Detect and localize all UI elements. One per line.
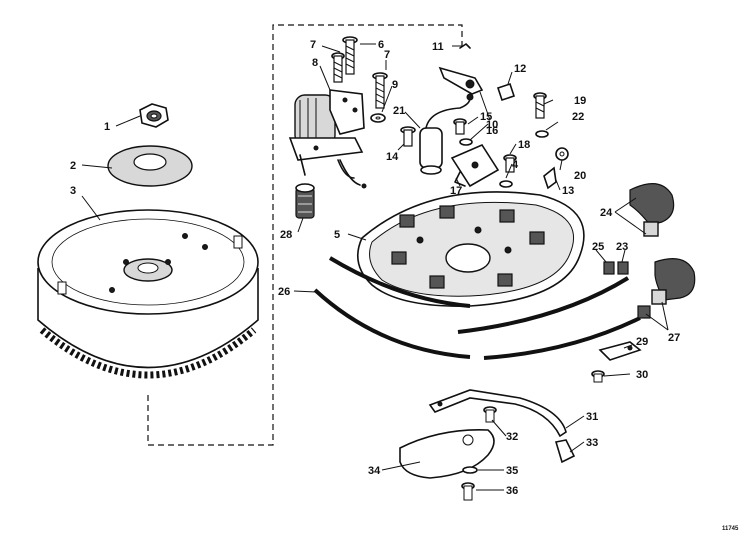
callout-27: 27 <box>668 332 680 344</box>
part-screw-19 <box>533 92 547 119</box>
callout-2: 2 <box>70 160 76 172</box>
part-small-washer-9 <box>370 113 386 123</box>
part-coil-screws <box>331 36 388 109</box>
part-plug-boot-24 <box>629 183 675 237</box>
callout-35: 35 <box>506 465 518 477</box>
part-flywheel <box>37 209 259 379</box>
callout-9: 9 <box>392 79 398 91</box>
callout-7b: 7 <box>384 49 390 61</box>
callout-23: 23 <box>616 241 628 253</box>
callout-1: 1 <box>104 121 110 133</box>
part-screw-32 <box>483 406 497 423</box>
figure-number: 11745 <box>722 526 739 532</box>
callout-34: 34 <box>368 465 381 477</box>
part-terminal-29 <box>591 341 642 383</box>
callout-11: 11 <box>432 41 444 53</box>
callout-10: 10 <box>486 119 498 131</box>
part-screw-18 <box>499 154 517 188</box>
callout-33: 33 <box>586 437 598 449</box>
callout-15: 15 <box>480 111 492 123</box>
part-12 <box>496 82 516 102</box>
part-condenser <box>419 93 474 175</box>
callout-30: 30 <box>636 369 648 381</box>
callout-36: 36 <box>506 485 518 497</box>
callout-17: 17 <box>450 185 462 197</box>
callout-26: 26 <box>278 286 290 298</box>
callout-21: 21 <box>393 105 405 117</box>
callout-3: 3 <box>70 185 76 197</box>
callout-20: 20 <box>574 170 586 182</box>
callout-32: 32 <box>506 431 518 443</box>
part-washer <box>107 145 193 187</box>
callout-8: 8 <box>312 57 318 69</box>
callout-13: 13 <box>562 185 574 197</box>
callout-24: 24 <box>600 207 613 219</box>
part-washers-right <box>535 130 569 190</box>
part-link-arm <box>428 389 567 438</box>
callout-16: 16 <box>486 125 498 137</box>
callout-22: 22 <box>572 111 584 123</box>
callout-31: 31 <box>586 411 598 423</box>
callout-25: 25 <box>592 241 604 253</box>
leader-lines <box>81 43 669 491</box>
part-clip-33 <box>554 439 576 464</box>
callout-28: 28 <box>280 229 292 241</box>
part-ignition-coil <box>288 89 367 189</box>
assembly-dashed-outline <box>147 24 463 446</box>
callout-19: 19 <box>574 95 586 107</box>
part-nut <box>139 103 169 128</box>
part-breaker-arm <box>438 43 484 95</box>
part-breaker-points <box>450 143 500 188</box>
callout-5: 5 <box>334 229 340 241</box>
part-plug-cap <box>295 183 315 219</box>
part-cam <box>399 429 495 479</box>
callout-labels: 1 2 3 4 5 6 7 7 8 9 10 11 12 13 14 15 16… <box>70 39 739 532</box>
callout-4: 4 <box>512 159 519 171</box>
part-screw-14 <box>400 126 416 147</box>
callout-12: 12 <box>514 63 526 75</box>
part-plug-boot-27 <box>637 258 696 319</box>
part-wick-rings <box>313 256 641 360</box>
part-screw-15 <box>453 118 473 146</box>
part-screws-35-36 <box>461 466 478 501</box>
part-small-parts-23-25 <box>603 261 629 275</box>
callout-29: 29 <box>636 336 648 348</box>
callout-7a: 7 <box>310 39 316 51</box>
callout-14: 14 <box>386 151 399 163</box>
part-stator-plate <box>356 191 585 307</box>
callout-6: 6 <box>378 39 384 51</box>
callout-18: 18 <box>518 139 530 151</box>
